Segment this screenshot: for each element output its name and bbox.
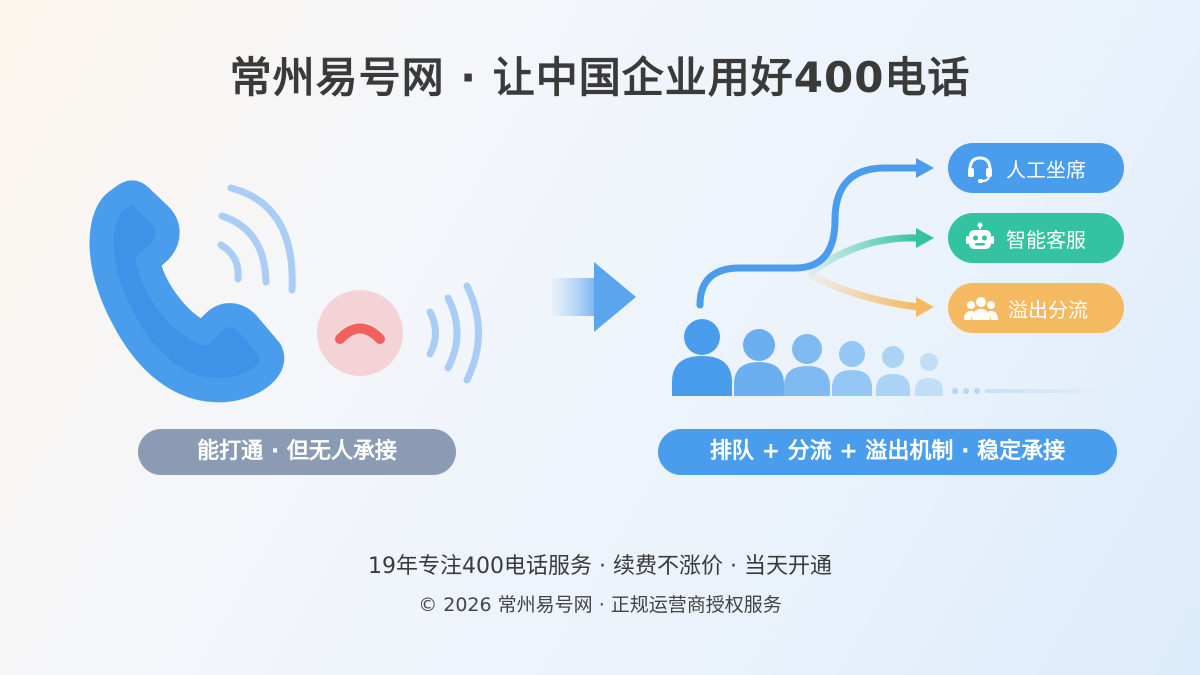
destination-human-agents: 人工坐席 [948, 143, 1124, 193]
phone-handset-icon [89, 180, 285, 403]
no-answer-caption: 能打通 · 但无人承接 [138, 429, 456, 475]
routing-flow-icon [696, 158, 934, 317]
destination-overflow: 溢出分流 [948, 283, 1124, 333]
tagline: 19年专注400电话服务 · 续费不涨价 · 当天开通 [368, 554, 832, 579]
sound-wave-icon-2 [426, 282, 482, 384]
robot-icon [966, 222, 994, 249]
hang-up-icon [317, 290, 403, 376]
sound-wave-icon [217, 184, 296, 294]
destination-label: 智能客服 [1006, 227, 1086, 252]
group-icon [964, 297, 998, 320]
copyright: © 2026 常州易号网 · 正规运营商授权服务 [418, 594, 782, 616]
headset-icon [968, 156, 992, 183]
people-queue-icon [672, 319, 1112, 396]
page-title: 常州易号网 · 让中国企业用好400电话 [229, 53, 971, 102]
destination-smart-service: 智能客服 [948, 213, 1124, 263]
transition-arrow-icon [552, 262, 636, 332]
routing-caption: 排队 + 分流 + 溢出机制 · 稳定承接 [658, 429, 1117, 475]
destination-label: 溢出分流 [1008, 297, 1088, 322]
destination-label: 人工坐席 [1006, 157, 1086, 182]
